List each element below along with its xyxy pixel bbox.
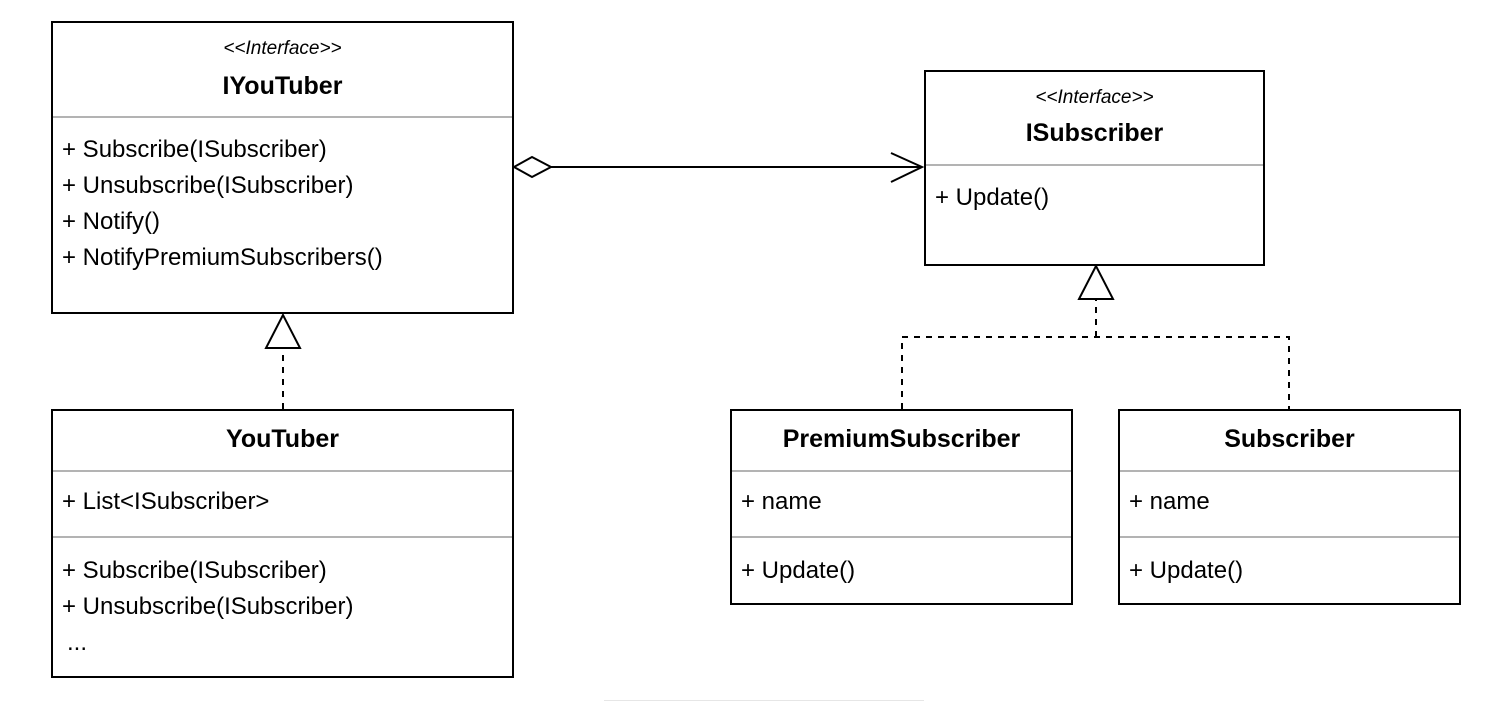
method-item: + NotifyPremiumSubscribers() [62, 244, 383, 271]
realization-branch-line [901, 336, 1290, 409]
compartment-divider [1120, 536, 1459, 538]
class-box-iyoutuber[interactable]: <<Interface>> IYouTuber + Subscribe(ISub… [51, 21, 514, 314]
methods-compartment: + Subscribe(ISubscriber) + Unsubscribe(I… [62, 132, 508, 276]
stereotype-label: <<Interface>> [1035, 87, 1154, 108]
method-item: + Unsubscribe(ISubscriber) [62, 593, 354, 620]
class-name: ISubscriber [1025, 119, 1164, 147]
bottom-edge-strip [604, 700, 924, 705]
methods-compartment: + Update() [935, 180, 1259, 216]
class-name: YouTuber [226, 425, 339, 453]
compartment-divider [53, 470, 512, 472]
attributes-compartment: + name [1129, 484, 1455, 520]
stereotype-label: <<Interface>> [223, 38, 342, 59]
compartment-divider [53, 536, 512, 538]
attributes-compartment: + name [741, 484, 1067, 520]
methods-compartment: + Update() [1129, 553, 1455, 589]
method-item: + Subscribe(ISubscriber) [62, 136, 327, 163]
method-item: + Subscribe(ISubscriber) [62, 557, 327, 584]
method-item: + Unsubscribe(ISubscriber) [62, 172, 354, 199]
compartment-divider [732, 536, 1071, 538]
method-item: + Notify() [62, 208, 161, 235]
class-box-subscriber[interactable]: Subscriber + name + Update() [1118, 409, 1461, 605]
realization-youtuber [264, 312, 302, 409]
attributes-compartment: + List<ISubscriber> [62, 484, 508, 520]
method-item: + Update() [1129, 557, 1244, 584]
aggregation-connector [511, 152, 925, 183]
class-name: IYouTuber [222, 72, 343, 100]
class-box-youtuber[interactable]: YouTuber + List<ISubscriber> + Subscribe… [51, 409, 514, 678]
methods-compartment: + Subscribe(ISubscriber) + Unsubscribe(I… [62, 553, 508, 661]
class-name: Subscriber [1224, 425, 1355, 453]
compartment-divider [926, 164, 1263, 166]
class-box-premium-subscriber[interactable]: PremiumSubscriber + name + Update() [730, 409, 1073, 605]
open-arrowhead [890, 152, 925, 183]
class-box-isubscriber[interactable]: <<Interface>> ISubscriber + Update() [924, 70, 1265, 266]
compartment-divider [1120, 470, 1459, 472]
compartment-divider [732, 470, 1071, 472]
attribute-item: + List<ISubscriber> [62, 488, 270, 515]
methods-compartment: + Update() [741, 553, 1067, 589]
method-item: + Update() [935, 184, 1050, 211]
method-item: ... [67, 629, 88, 656]
compartment-divider [53, 116, 512, 118]
realization-subscribers [901, 263, 1290, 409]
method-item: + Update() [741, 557, 856, 584]
attribute-item: + name [741, 488, 822, 515]
aggregation-diamond [511, 155, 554, 179]
realization-triangle [1077, 263, 1115, 300]
realization-triangle [264, 312, 302, 349]
attribute-item: + name [1129, 488, 1210, 515]
class-name: PremiumSubscriber [782, 425, 1021, 453]
